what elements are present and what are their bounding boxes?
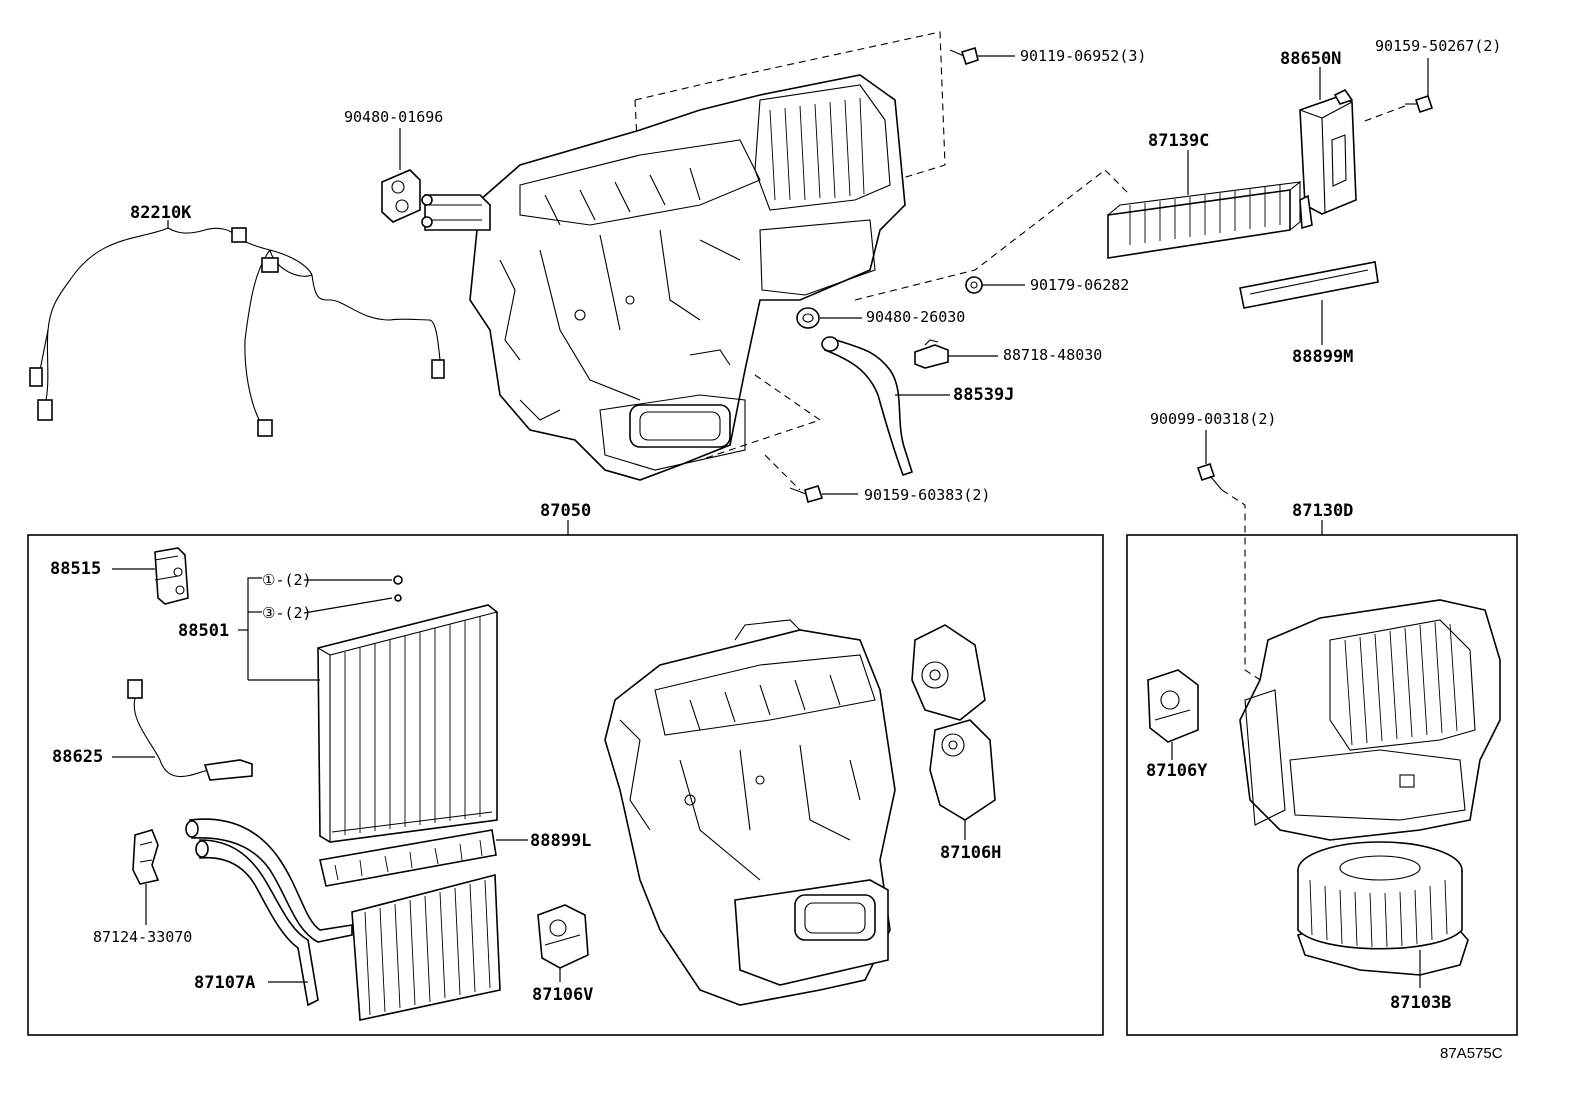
upper-assembly xyxy=(421,31,1131,491)
label-82210K: 82210K xyxy=(130,203,192,223)
label-88650N: 88650N xyxy=(1280,49,1341,69)
label-87103B: 87103B xyxy=(1390,993,1451,1013)
label-90159-50267: 90159-50267(2) xyxy=(1375,37,1501,55)
label-90099-00318: 90099-00318(2) xyxy=(1150,410,1276,428)
label-87139C: 87139C xyxy=(1148,131,1209,151)
label-ring-3: ③-(2) xyxy=(262,604,312,622)
hvac-case-87050 xyxy=(604,619,896,1006)
label-87124-33070: 87124-33070 xyxy=(93,928,192,946)
heater-core-87107A xyxy=(185,818,501,1021)
cover-88899L xyxy=(319,829,528,887)
filter-87139C xyxy=(1107,150,1302,259)
valve-88515 xyxy=(112,547,189,605)
label-ring-1: ①-(2) xyxy=(262,571,312,589)
grommet-90480-01696 xyxy=(381,128,421,223)
servo-motor-87106V xyxy=(537,904,589,982)
bracket-87124-33070 xyxy=(132,829,160,925)
servo-motor-87106Y xyxy=(1147,669,1199,760)
module-88650N xyxy=(1299,67,1357,230)
label-90119-06952: 90119-06952(3) xyxy=(1020,47,1146,65)
label-88899M: 88899M xyxy=(1292,347,1353,367)
bolt-90159-60383 xyxy=(789,485,858,503)
label-88501: 88501 xyxy=(178,621,229,641)
label-87107A: 87107A xyxy=(194,973,255,993)
grommet-90480-26030 xyxy=(796,307,862,329)
label-87130D: 87130D xyxy=(1292,501,1353,521)
diagram-code: 87A575C xyxy=(1440,1045,1503,1062)
blower-case-87130D xyxy=(1239,599,1501,841)
label-88625: 88625 xyxy=(52,747,103,767)
cover-88899M xyxy=(1239,261,1379,345)
hose-88539J xyxy=(821,336,950,477)
bolt-90099-00318 xyxy=(1196,430,1269,686)
label-87106H: 87106H xyxy=(940,843,1001,863)
label-88539J: 88539J xyxy=(953,385,1014,405)
label-88718-48030: 88718-48030 xyxy=(1003,346,1102,364)
part-labels: 90119-06952(3) 88650N 90159-50267(2) 904… xyxy=(50,37,1503,1062)
label-87106V: 87106V xyxy=(532,985,593,1005)
box-87050 xyxy=(27,534,1104,1036)
bolt-90119-06952 xyxy=(949,46,1015,66)
sensor-88625 xyxy=(112,679,253,781)
label-87050: 87050 xyxy=(540,501,591,521)
servo-motor-87106H xyxy=(911,624,996,840)
label-90179-06282: 90179-06282 xyxy=(1030,276,1129,294)
evaporator-88501 xyxy=(238,575,498,843)
label-87106Y: 87106Y xyxy=(1146,761,1208,781)
label-88515: 88515 xyxy=(50,559,101,579)
label-90159-60383: 90159-60383(2) xyxy=(864,486,990,504)
label-90480-01696: 90480-01696 xyxy=(344,108,443,126)
sensor-88718-48030 xyxy=(914,339,998,369)
label-90480-26030: 90480-26030 xyxy=(866,308,965,326)
wire-harness-82210K xyxy=(29,220,445,437)
blower-motor-87103B xyxy=(1296,841,1469,988)
label-88899L: 88899L xyxy=(530,831,591,851)
nut-90179-06282 xyxy=(965,276,1025,294)
bolt-90159-50267 xyxy=(1361,58,1434,123)
